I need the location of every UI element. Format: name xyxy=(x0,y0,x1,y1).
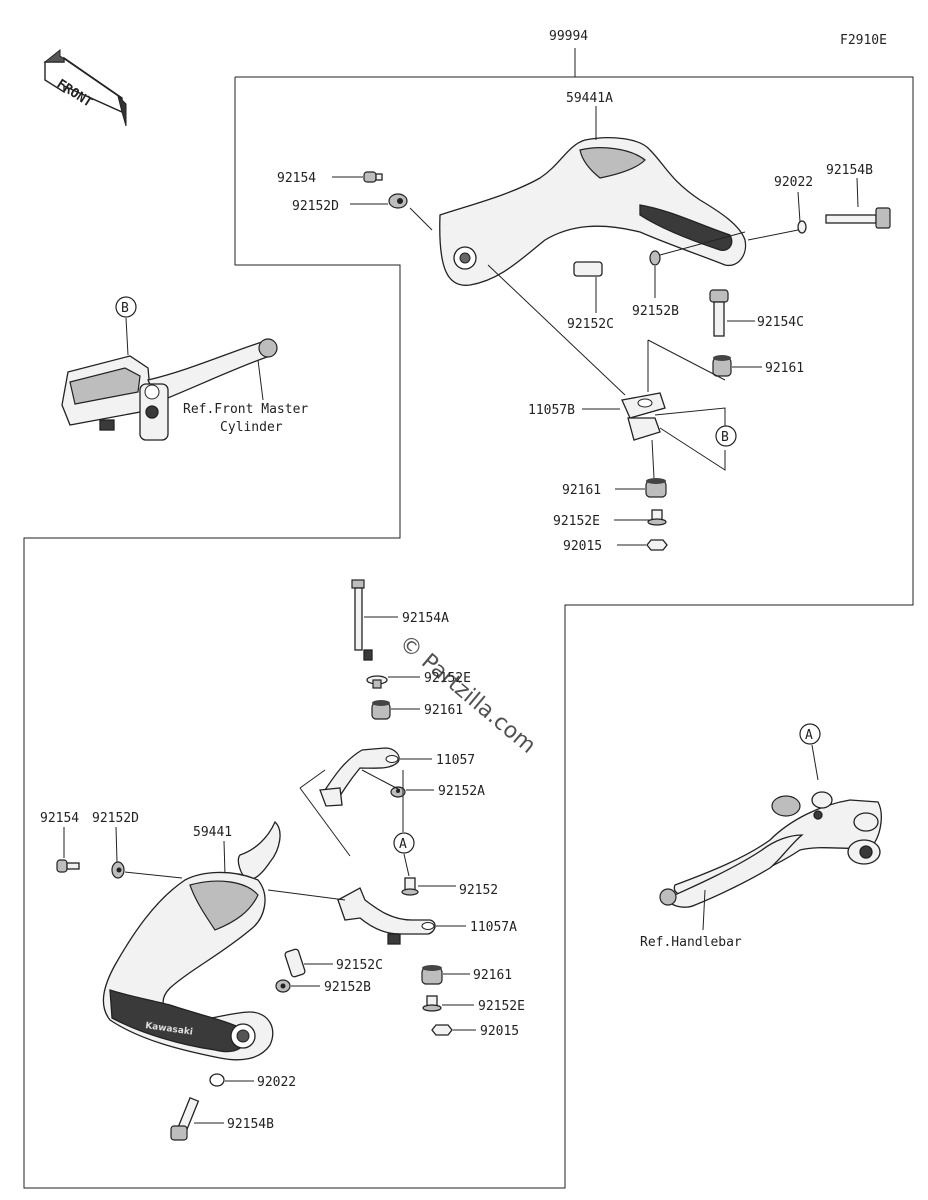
label-92015-top: 92015 xyxy=(563,539,602,554)
handguard-top xyxy=(439,137,747,286)
label-92154C: 92154C xyxy=(757,315,804,330)
collar-icon xyxy=(366,675,388,689)
bushing-icon xyxy=(649,250,661,266)
ref-master-line1: Ref.Front Master xyxy=(183,402,308,417)
callout-b-icon xyxy=(115,296,137,318)
callout-b-master: B xyxy=(121,301,129,316)
grommet-icon xyxy=(421,965,443,985)
label-92152B-low: 92152B xyxy=(324,980,371,995)
label-92022-low: 92022 xyxy=(257,1075,296,1090)
washer-icon xyxy=(111,861,125,879)
label-92152E-low: 92152E xyxy=(478,999,525,1014)
bolt-icon xyxy=(709,289,729,337)
label-59441A: 59441A xyxy=(566,91,613,106)
label-92152D-top: 92152D xyxy=(292,199,339,214)
label-92154A: 92154A xyxy=(402,611,449,626)
collar-icon xyxy=(647,509,667,526)
label-11057A: 11057A xyxy=(470,920,517,935)
label-92154B-low: 92154B xyxy=(227,1117,274,1132)
collar-icon xyxy=(422,995,442,1012)
label-92152C-low: 92152C xyxy=(336,958,383,973)
ref-handlebar: Ref.Handlebar xyxy=(640,935,742,950)
bracket-icon xyxy=(621,392,666,441)
label-92154B-top: 92154B xyxy=(826,163,873,178)
label-92154-low: 92154 xyxy=(40,811,79,826)
callout-a-lower: A xyxy=(399,837,407,852)
label-92152B-top: 92152B xyxy=(632,304,679,319)
label-92152E-mid: 92152E xyxy=(424,671,471,686)
label-92161-top2: 92161 xyxy=(562,483,601,498)
label-92022-top: 92022 xyxy=(774,175,813,190)
grommet-icon xyxy=(371,700,391,720)
callout-a-icon xyxy=(799,723,821,745)
bolt-icon xyxy=(825,207,891,229)
watermark: © Partzilla.com xyxy=(394,630,540,758)
callout-a-icon xyxy=(393,832,415,854)
label-11057B: 11057B xyxy=(528,403,575,418)
label-92161-mid: 92161 xyxy=(424,703,463,718)
ref-master-line2: Cylinder xyxy=(220,420,283,435)
spacer-icon xyxy=(284,948,306,978)
label-92015-low: 92015 xyxy=(480,1024,519,1039)
screw-icon xyxy=(56,859,80,873)
nut-icon xyxy=(646,539,668,551)
label-92161-top1: 92161 xyxy=(765,361,804,376)
screw-icon xyxy=(363,171,383,183)
assembly-frame xyxy=(23,48,914,1189)
label-99994: 99994 xyxy=(549,29,588,44)
bolt-icon xyxy=(351,579,373,661)
grommet-icon xyxy=(645,478,667,498)
callout-b-top: B xyxy=(721,430,729,445)
front-arrow-icon: FRONT xyxy=(43,48,127,127)
handguard-lower: Kawasaki xyxy=(102,820,281,1061)
callout-b-icon xyxy=(715,425,737,447)
bushing-icon xyxy=(275,979,291,993)
label-92152: 92152 xyxy=(459,883,498,898)
master-cylinder-icon xyxy=(61,338,278,441)
callout-a-handlebar: A xyxy=(805,728,813,743)
bushing-icon xyxy=(390,786,406,798)
diagram-code: F2910E xyxy=(840,33,887,48)
bracket-icon xyxy=(319,747,400,807)
grommet-icon xyxy=(712,355,732,377)
o-ring-icon xyxy=(797,220,807,234)
spacer-icon xyxy=(573,261,603,277)
label-59441: 59441 xyxy=(193,825,232,840)
collar-icon xyxy=(401,877,419,896)
bracket-icon xyxy=(337,887,436,945)
label-92152E-top: 92152E xyxy=(553,514,600,529)
bolt-icon xyxy=(170,1096,200,1141)
nut-icon xyxy=(431,1024,453,1036)
label-92152D-low: 92152D xyxy=(92,811,139,826)
o-ring-icon xyxy=(209,1073,225,1087)
washer-icon xyxy=(388,193,408,209)
label-92161-low: 92161 xyxy=(473,968,512,983)
clutch-lever-icon xyxy=(659,791,882,908)
label-92152A: 92152A xyxy=(438,784,485,799)
label-92152C-top: 92152C xyxy=(567,317,614,332)
label-11057: 11057 xyxy=(436,753,475,768)
label-92154-top: 92154 xyxy=(277,171,316,186)
